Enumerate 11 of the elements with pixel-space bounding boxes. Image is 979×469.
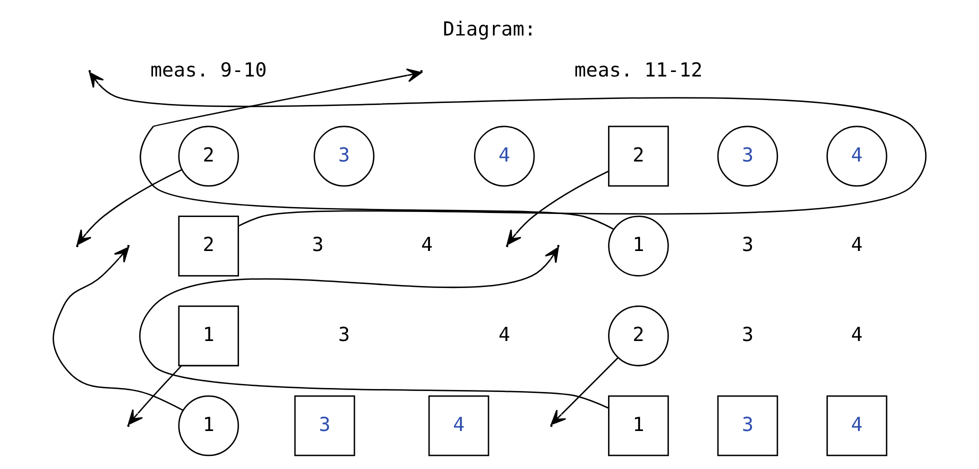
- label: meas. 11-12: [574, 58, 703, 81]
- diagram-title: Diagram:: [442, 17, 536, 40]
- label: 3: [742, 322, 754, 346]
- label: 4: [851, 322, 863, 346]
- label: 3: [312, 232, 324, 256]
- label: 4: [421, 232, 433, 256]
- label: 4: [851, 232, 863, 256]
- label: 4: [498, 322, 510, 346]
- label: meas. 9-10: [150, 58, 267, 81]
- label: 3: [338, 322, 350, 346]
- label: 3: [742, 232, 754, 256]
